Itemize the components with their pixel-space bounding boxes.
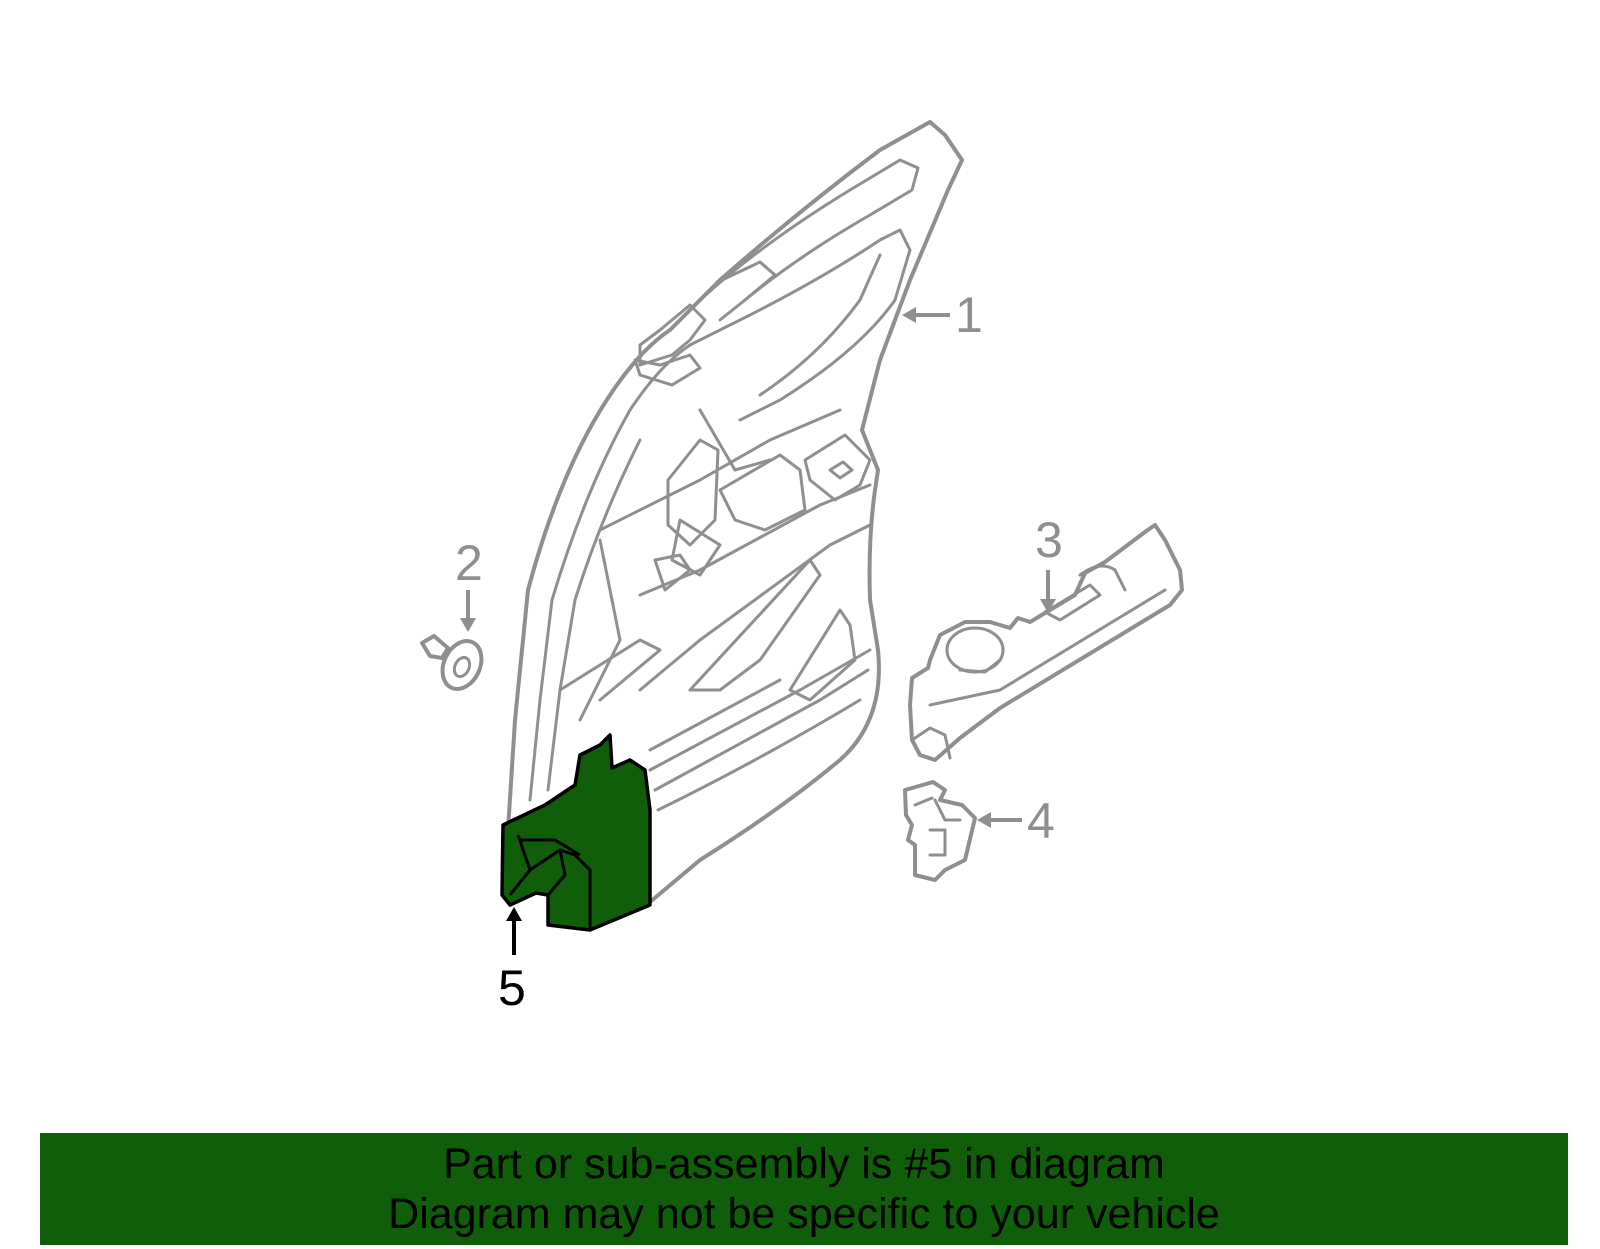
callout-5: 5 [498,960,526,1016]
part-5-lower-trim-highlighted[interactable] [500,733,652,932]
banner-line-part-info: Part or sub-assembly is #5 in diagram [443,1140,1165,1188]
info-banner: Part or sub-assembly is #5 in diagram Di… [40,1133,1568,1245]
callout-1: 1 [955,287,983,343]
callout-2: 2 [455,535,483,591]
banner-line-disclaimer: Diagram may not be specific to your vehi… [388,1190,1220,1238]
part-2-clip[interactable] [420,634,489,696]
leader-lines [460,307,1056,955]
part-3-armrest-bezel[interactable] [908,523,1184,762]
callout-4: 4 [1027,793,1055,849]
part-1-door-trim-panel[interactable] [506,120,964,904]
callout-3: 3 [1035,512,1063,568]
part-4-clip[interactable] [903,780,977,882]
